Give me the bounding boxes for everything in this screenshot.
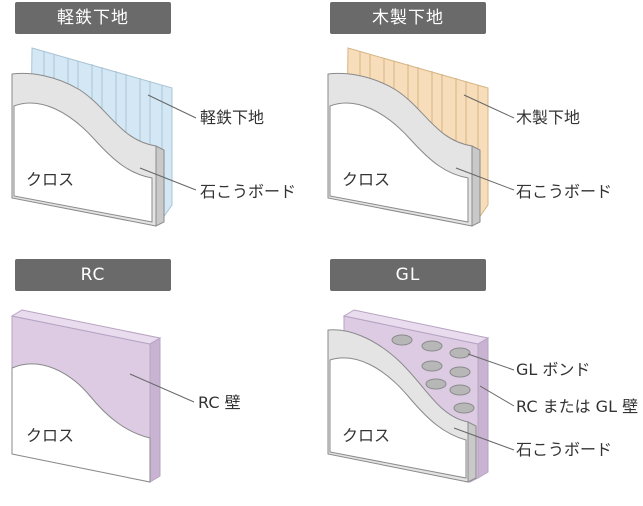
label-gypsum-board: 石こうボード <box>200 182 297 201</box>
label-cloth: クロス <box>342 170 391 189</box>
label-light-steel: 軽鉄下地 <box>200 108 265 127</box>
wood-wall-illustration <box>327 47 515 227</box>
panel-title-badge: 木製下地 <box>330 2 486 34</box>
panel-title-badge: RC <box>15 259 171 291</box>
cloth-surface <box>329 102 469 223</box>
gl-bond-dabs <box>391 334 475 414</box>
panel-rc: RC RC 壁 クロス <box>0 256 321 506</box>
label-gl-bond: GL ボンド <box>516 360 591 379</box>
gl-wall-illustration <box>327 309 515 483</box>
panel-title-badge: GL <box>330 259 486 291</box>
cloth-surface <box>11 363 151 483</box>
rc-wall-illustration <box>10 309 195 483</box>
panel-light-steel: 軽鉄下地 軽鉄下地 石こうボー <box>0 0 321 250</box>
label-rc-or-gl-wall: RC または GL 壁 <box>516 397 639 416</box>
panel-gl: GL GL ボンド RC または GL 壁 石こうボード クロス <box>318 256 639 506</box>
cloth-surface <box>329 357 467 479</box>
label-cloth: クロス <box>26 170 75 189</box>
label-wood: 木製下地 <box>516 108 581 127</box>
light-steel-wall-illustration <box>11 47 197 227</box>
panel-wood: 木製下地 木製下地 石こうボード クロス <box>318 0 639 250</box>
label-rc-wall: RC 壁 <box>198 393 241 412</box>
panel-title-badge: 軽鉄下地 <box>15 2 171 34</box>
label-gypsum-board: 石こうボード <box>516 440 613 459</box>
label-gypsum-board: 石こうボード <box>516 182 613 201</box>
cloth-surface <box>13 102 153 223</box>
label-cloth: クロス <box>26 426 75 445</box>
label-cloth: クロス <box>342 426 391 445</box>
